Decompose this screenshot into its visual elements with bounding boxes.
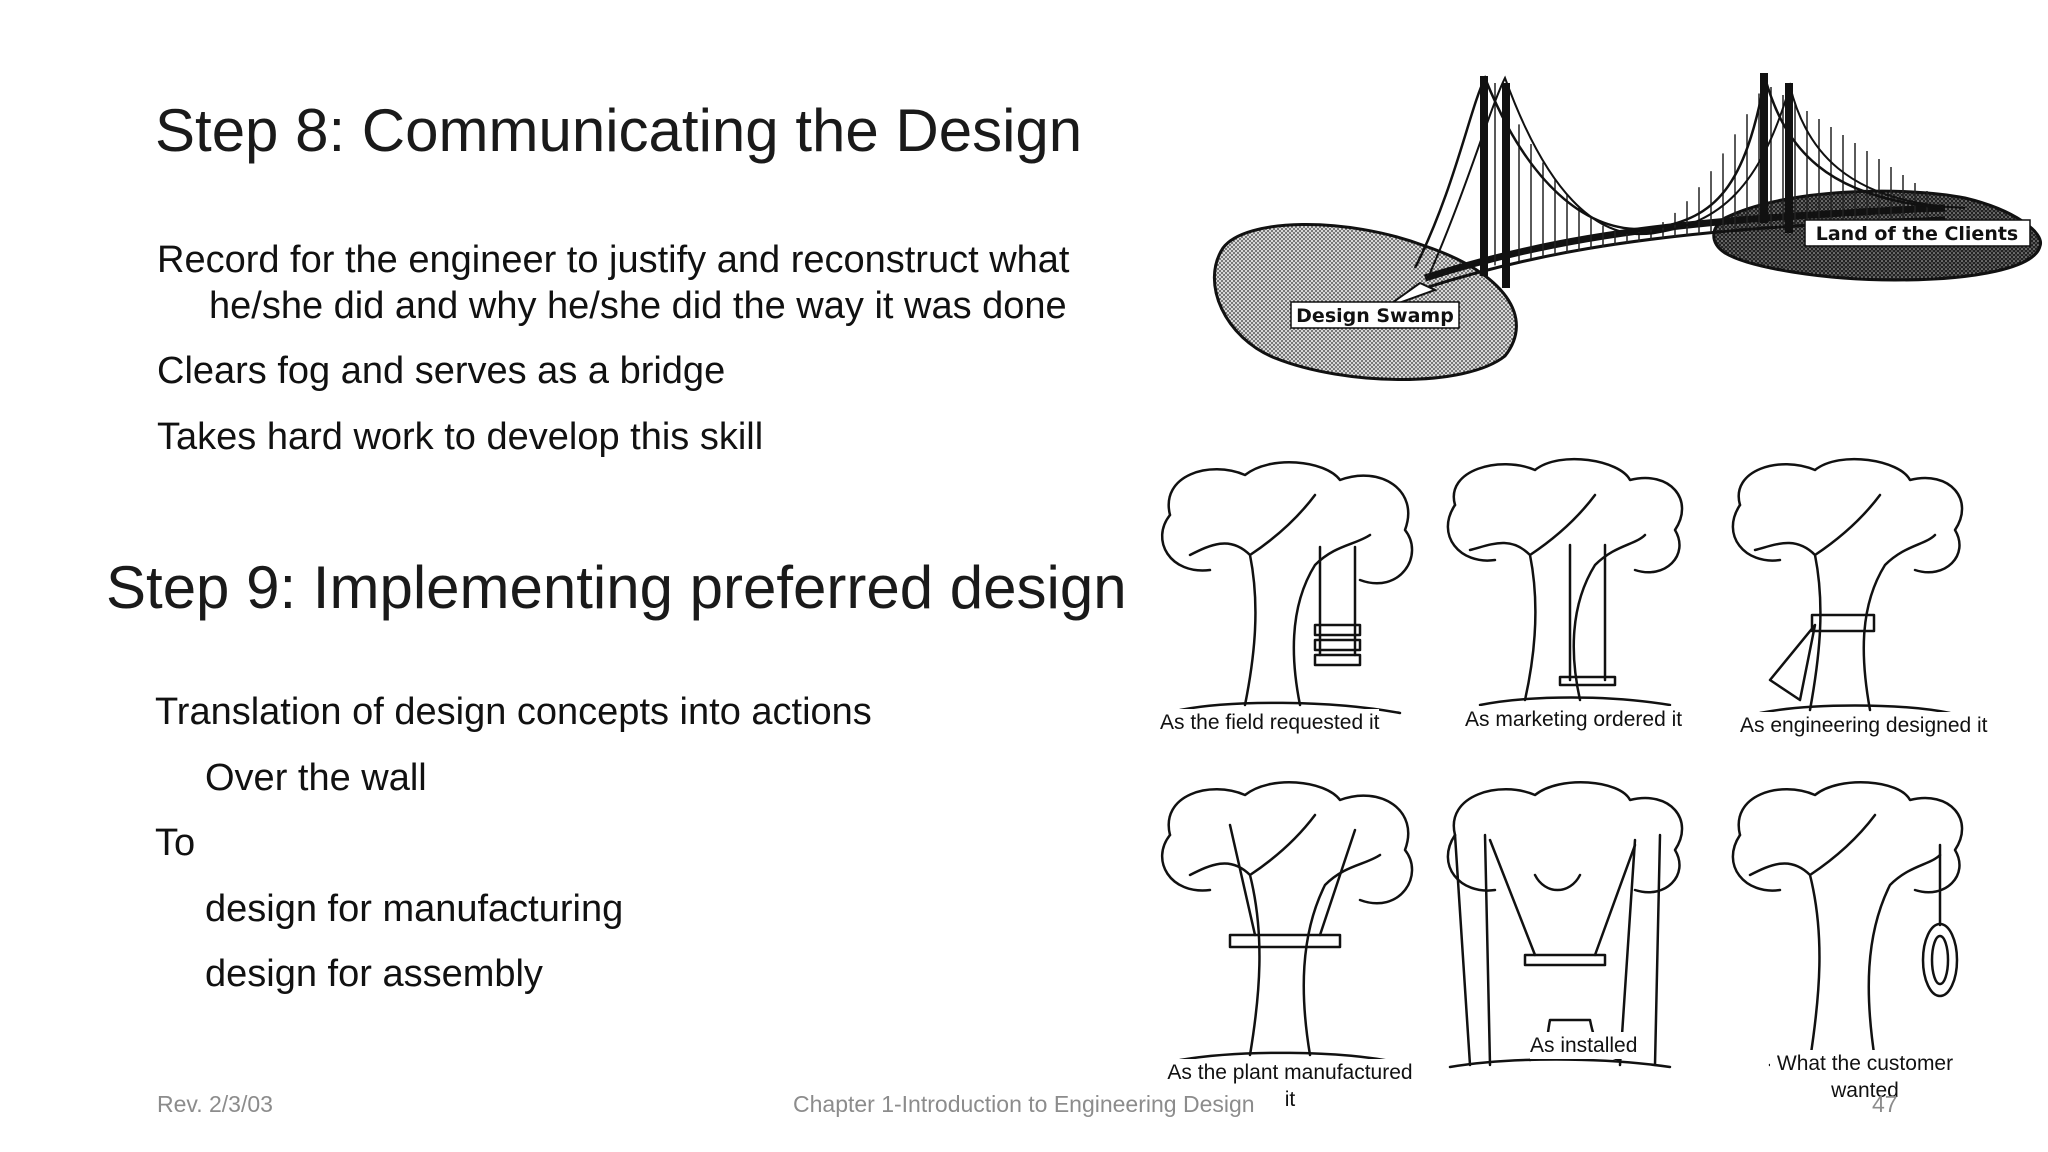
bullet-item: Record for the engineer to justify and r… xyxy=(157,239,1070,327)
caption-as-installed: As installed xyxy=(1530,1032,1638,1060)
caption-engineering-designed: As engineering designed it xyxy=(1740,712,1988,740)
caption-customer-wanted: What the customer wanted xyxy=(1770,1050,1960,1105)
panel-field-requested xyxy=(1160,461,1414,715)
bullet-item: Takes hard work to develop this skill xyxy=(157,415,764,458)
panel-customer-wanted xyxy=(1731,781,1964,1069)
footer-date: Rev. 2/3/03 xyxy=(157,1091,273,1117)
design-swamp-label: Design Swamp xyxy=(1296,305,1454,327)
panel-plant-manufactured xyxy=(1160,781,1414,1065)
sub-bullet-item: design for manufacturing xyxy=(205,887,624,930)
bullet-item: Translation of design concepts into acti… xyxy=(155,691,872,733)
bullet-item: To xyxy=(155,822,196,865)
sub-bullet-item: design for assembly xyxy=(205,953,543,996)
step9-bullet-list: Translation of design concepts into acti… xyxy=(155,690,1055,1018)
land-of-clients-label: Land of the Clients xyxy=(1816,223,2019,245)
footer-page-number: 47 xyxy=(1872,1091,1898,1117)
panel-engineering-designed xyxy=(1731,457,1964,715)
caption-plant-manufactured: As the plant manufactured it xyxy=(1160,1059,1420,1114)
bridge-illustration: Design Swamp Land of the Clients xyxy=(1212,73,2042,381)
caption-field-requested: As the field requested it xyxy=(1160,709,1380,737)
step8-title: Step 8: Communicating the Design xyxy=(155,97,1083,164)
footer-chapter: Chapter 1-Introduction to Engineering De… xyxy=(793,1091,1255,1117)
caption-marketing-ordered: As marketing ordered it xyxy=(1465,706,1683,734)
bullet-item: Clears fog and serves as a bridge xyxy=(157,350,726,393)
panel-marketing-ordered xyxy=(1446,457,1684,707)
sub-bullet-item: Over the wall xyxy=(205,756,427,799)
step8-bullet-list: Record for the engineer to justify and r… xyxy=(157,238,1147,480)
panel-as-installed xyxy=(1446,781,1684,1069)
tree-swing-cartoon xyxy=(1160,457,1964,1069)
step9-title: Step 9: Implementing preferred design xyxy=(106,554,1127,621)
